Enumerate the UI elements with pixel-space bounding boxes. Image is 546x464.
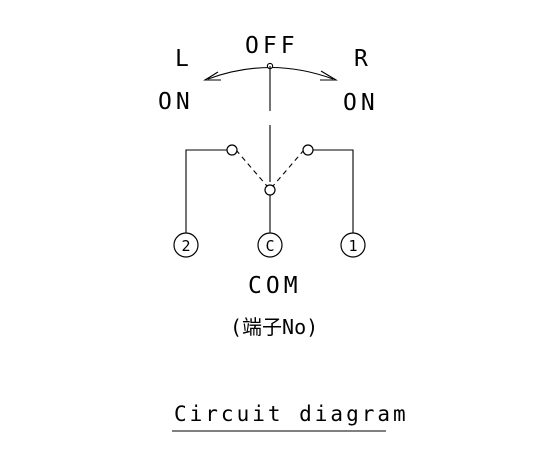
- contact-common: [264, 184, 276, 196]
- arc-arrowhead-left: [203, 71, 221, 81]
- off-label: OFF: [245, 33, 299, 59]
- left-on-label: ON: [158, 89, 194, 115]
- com-label: COM: [248, 273, 302, 299]
- left-letter-label: L: [175, 46, 193, 72]
- contact-right: [302, 144, 314, 156]
- terminal-2-label: 2: [181, 237, 190, 255]
- terminal-c-label: C: [265, 237, 274, 255]
- terminal-number-label: (端子No): [230, 315, 318, 339]
- wire-left: [185, 149, 227, 233]
- right-on-label: ON: [343, 90, 379, 116]
- dashed-contact-left: [235, 149, 268, 187]
- dashed-contact-right: [272, 149, 305, 187]
- wire-right: [313, 149, 354, 233]
- right-letter-label: R: [354, 46, 372, 72]
- terminal-c: C: [257, 232, 283, 258]
- terminal-1-label: 1: [348, 237, 357, 255]
- terminal-2: 2: [173, 232, 199, 258]
- terminal-1: 1: [340, 232, 366, 258]
- contact-left: [226, 144, 238, 156]
- arc-arrowhead-right: [320, 70, 338, 81]
- caption-text: Circuit diagram: [174, 402, 409, 426]
